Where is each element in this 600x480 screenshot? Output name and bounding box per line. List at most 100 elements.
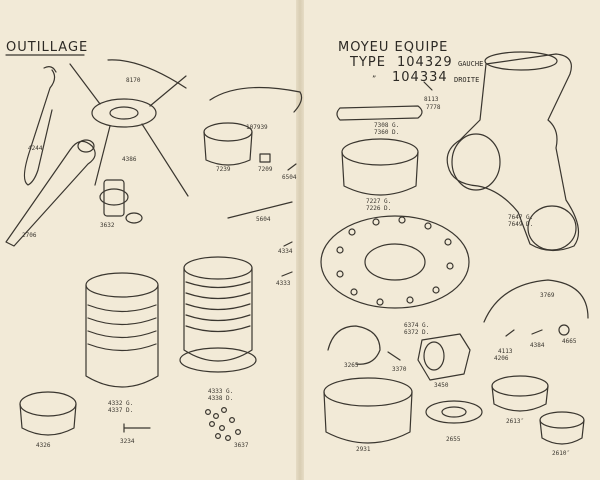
washer-4665 (558, 324, 570, 336)
hub-shell-7647-side (451, 133, 501, 191)
label-4333-4338-2: 4338 D. (208, 395, 234, 402)
label-3370: 3370 (392, 366, 407, 373)
label-7649: 7649 D. (508, 221, 534, 228)
washer-2655-hole (441, 406, 467, 418)
label-4665: 4665 (562, 338, 577, 345)
sleeve-4333-base (179, 347, 257, 373)
ring-7227-body (341, 151, 419, 196)
spanner-2706-head (77, 139, 95, 153)
label-7647: 7647 G. (508, 214, 534, 221)
type-line-2-side: DROITE (454, 76, 480, 84)
label-4332-4337-2: 4337 D. (108, 407, 134, 414)
label-2706: 2706 (22, 232, 37, 239)
type-line-2-number: 104334 (392, 70, 448, 85)
ring-2931-top (323, 377, 413, 407)
label-4113: 4113 (498, 348, 513, 355)
label-4386: 4386 (122, 156, 137, 163)
flange-6374 (320, 215, 470, 309)
small-parts-4206-4384 (505, 329, 543, 337)
nut-3450-bore (423, 341, 445, 371)
label-3265: 3265 (344, 362, 359, 369)
label-7209: 7209 (258, 166, 273, 173)
sleeve-4332-threads (87, 304, 157, 352)
sleeve-4333-threads (185, 281, 251, 333)
pin-8113 (423, 81, 433, 91)
circlip-3265 (327, 325, 381, 365)
type-line-1: TYPE (350, 55, 386, 70)
washer-2655 (425, 400, 483, 424)
bearing-balls-3637 (205, 407, 242, 442)
label-3450: 3450 (434, 382, 449, 389)
type-line-1-side: GAUCHE (458, 60, 484, 68)
pin-spanner-4386-hole (109, 106, 139, 120)
extractor-3632-body (103, 179, 125, 217)
extractor-3632-nut (125, 212, 143, 224)
label-7360: 7360 D. (374, 129, 400, 136)
sleeve-4332-top (85, 272, 159, 298)
left-page (0, 0, 298, 480)
type-line-1-number: 104329 (397, 55, 453, 70)
gear-4326-top (19, 391, 77, 417)
label-4384: 4384 (530, 342, 545, 349)
label-7778: 7778 (426, 104, 441, 111)
axle-7308 (336, 105, 423, 121)
spring-ring-3769 (483, 279, 589, 323)
cone-2610-body (539, 419, 585, 445)
label-3637: 3637 (234, 442, 249, 449)
rod-5604 (227, 201, 293, 219)
label-2655: 2655 (446, 436, 461, 443)
spring-band-107939 (209, 86, 303, 113)
label-2931: 2931 (356, 446, 371, 453)
hub-title: MOYEU EQUIPE (338, 40, 449, 55)
label-6504: 6504 (282, 174, 297, 181)
label-4244: 4244 (28, 145, 43, 152)
hook-wrench-4244-head (43, 66, 57, 73)
label-4332-4337-1: 4332 G. (108, 400, 134, 407)
hub-shell-7647-top (484, 51, 558, 71)
label-4334: 4334 (278, 248, 293, 255)
label-4333-4338-1: 4333 G. (208, 388, 234, 395)
label-3632: 3632 (100, 222, 115, 229)
type-line-2-mark: ” (372, 75, 377, 83)
bolt-3234 (123, 423, 151, 433)
label-107939: 107939 (246, 124, 268, 131)
screw-6504 (287, 163, 297, 171)
bush-7239-top (203, 122, 253, 142)
sleeve-4333-body (183, 267, 253, 362)
hook-wrench-4244 (23, 69, 56, 186)
pin-spanner-4386-arms (69, 63, 189, 197)
sleeve-4333-top (183, 256, 253, 280)
screws-4334-4333 (281, 241, 293, 277)
label-8113: 8113 (424, 96, 439, 103)
label-7308: 7308 G. (374, 122, 400, 129)
extractor-3632-top (99, 188, 129, 206)
label-3234: 3234 (120, 438, 135, 445)
flange-6374-holes (336, 216, 454, 306)
flange-6374-center (364, 243, 426, 281)
label-6372: 6372 D. (404, 329, 430, 336)
pin-spanner-4386-ring (91, 98, 157, 128)
cone-2613-body (491, 385, 549, 412)
clip-3370 (387, 351, 401, 361)
bush-7239-body (203, 131, 253, 166)
right-page (302, 0, 600, 480)
label-6374: 6374 G. (404, 322, 430, 329)
label-3769: 3769 (540, 292, 555, 299)
label-2610: 2610″ (552, 450, 571, 457)
ring-2931-body (323, 391, 413, 444)
sleeve-4332-body (85, 284, 159, 388)
pin-tool-8170 (107, 59, 187, 89)
label-7226: 7226 D. (366, 205, 392, 212)
label-4206: 4206 (494, 355, 509, 362)
label-4333: 4333 (276, 280, 291, 287)
nut-3450 (417, 333, 471, 381)
label-2613: 2613″ (506, 418, 525, 425)
label-4326: 4326 (36, 442, 51, 449)
page-gutter (296, 0, 304, 480)
label-5604: 5604 (256, 216, 271, 223)
hub-shell-7647-bore (527, 205, 577, 251)
label-8170: 8170 (126, 77, 141, 84)
clip-7209 (259, 153, 271, 163)
